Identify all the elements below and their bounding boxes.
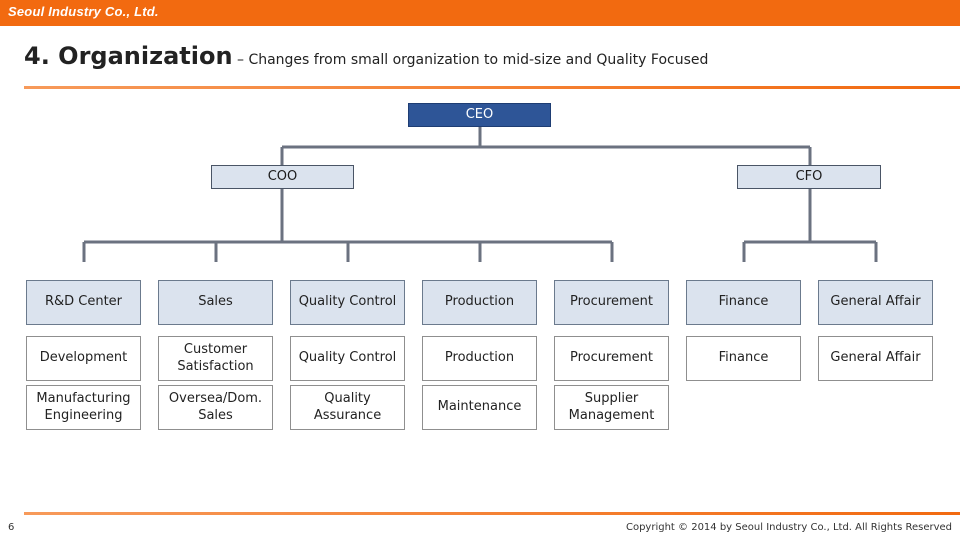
unit-customer-satisfaction: Customer Satisfaction <box>158 336 273 381</box>
unit-quality-assurance: Quality Assurance <box>290 385 405 430</box>
unit-general-affair: General Affair <box>818 336 933 381</box>
dept-quality-control: Quality Control <box>290 280 405 325</box>
coo-box: COO <box>211 165 354 189</box>
title-underline <box>24 86 960 89</box>
dept-procurement: Procurement <box>554 280 669 325</box>
unit-development: Development <box>26 336 141 381</box>
company-name: Seoul Industry Co., Ltd. <box>8 4 159 19</box>
title-main: 4. Organization <box>24 42 233 70</box>
top-bar <box>0 0 960 26</box>
dept-sales: Sales <box>158 280 273 325</box>
ceo-box: CEO <box>408 103 551 127</box>
unit-procurement: Procurement <box>554 336 669 381</box>
title-subtitle: – Changes from small organization to mid… <box>232 52 709 68</box>
cfo-box: CFO <box>737 165 881 189</box>
unit-production: Production <box>422 336 537 381</box>
slide-title: 4. Organization – Changes from small org… <box>24 42 708 70</box>
unit-maintenance: Maintenance <box>422 385 537 430</box>
unit-manufacturing-engineering: Manufacturing Engineering <box>26 385 141 430</box>
page-number: 6 <box>8 522 15 533</box>
unit-oversea-dom-sales: Oversea/Dom. Sales <box>158 385 273 430</box>
footer-rule <box>24 512 960 515</box>
dept-rnd-center: R&D Center <box>26 280 141 325</box>
dept-production: Production <box>422 280 537 325</box>
unit-finance: Finance <box>686 336 801 381</box>
unit-supplier-management: Supplier Management <box>554 385 669 430</box>
dept-finance: Finance <box>686 280 801 325</box>
unit-quality-control: Quality Control <box>290 336 405 381</box>
dept-general-affair: General Affair <box>818 280 933 325</box>
copyright-notice: Copyright © 2014 by Seoul Industry Co., … <box>625 522 952 533</box>
